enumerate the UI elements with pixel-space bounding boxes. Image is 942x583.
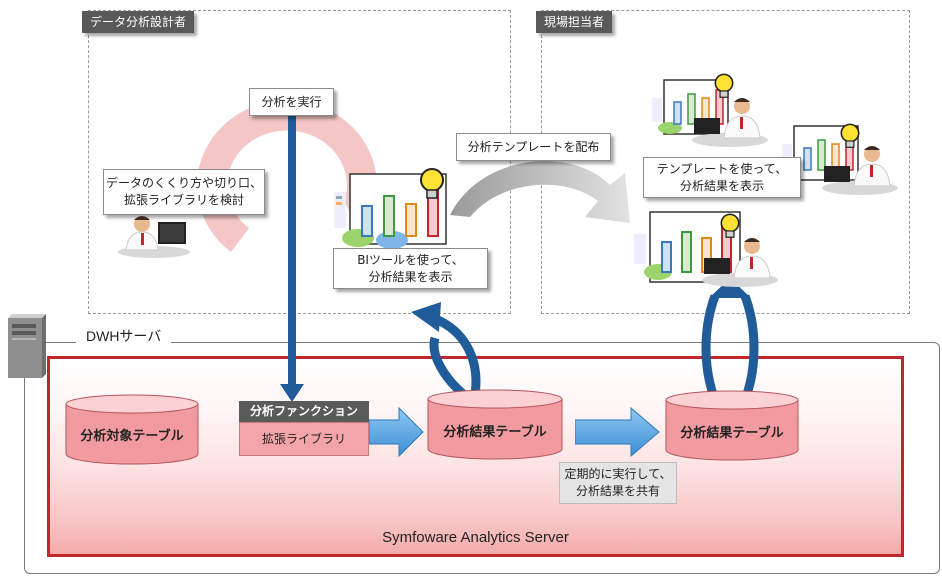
lightbulb-icon <box>720 213 740 238</box>
dwh-server-label: DWHサーバ <box>76 326 172 346</box>
lightbulb-icon <box>420 168 444 199</box>
periodic-note: 定期的に実行して、 分析結果を共有 <box>559 462 677 504</box>
study-callout: データのくくり方や切り口、 拡張ライブラリを検討 <box>103 169 265 215</box>
result-table-2-label: 分析結果テーブル <box>680 426 784 441</box>
designer-group-label: データ分析設計者 <box>82 11 195 33</box>
study-text-line2: 拡張ライブラリを検討 <box>123 193 244 207</box>
distribute-text: 分析テンプレートを配布 <box>467 140 600 154</box>
result-table-1-label: 分析結果テーブル <box>443 425 547 440</box>
person-at-laptop-icon <box>692 98 768 147</box>
function-header: 分析ファンクション <box>239 401 369 422</box>
server-name: Symfoware Analytics Server <box>382 529 569 546</box>
template-text-line2: 分析結果を表示 <box>679 179 764 193</box>
function-body: 拡張ライブラリ <box>239 422 369 456</box>
server-tower-icon <box>8 314 46 378</box>
field-group-label: 現場担当者 <box>536 11 613 33</box>
person-at-laptop-icon <box>822 146 898 195</box>
designer-person-icon <box>118 216 190 258</box>
template-callout: テンプレートを使って、 分析結果を表示 <box>643 157 801 198</box>
lightbulb-icon <box>714 73 734 98</box>
periodic-text-line2: 分析結果を共有 <box>575 484 660 498</box>
person-at-laptop-icon <box>702 238 778 287</box>
periodic-text-line1: 定期的に実行して、 <box>564 467 672 481</box>
bi-text-line2: 分析結果を表示 <box>368 270 453 284</box>
field-chart-icon-1 <box>652 79 729 135</box>
database-cylinder-icon <box>65 394 199 465</box>
distribute-arrow <box>450 161 630 223</box>
run-analysis-text: 分析を実行 <box>261 95 322 109</box>
dwh-server-frame <box>24 342 940 574</box>
result-to-field-arrow <box>701 278 759 402</box>
template-text-line1: テンプレートを使って、 <box>656 162 788 176</box>
bi-text-line1: BIツールを使って、 <box>357 253 464 267</box>
database-cylinder-icon <box>665 390 799 461</box>
bi-callout: BIツールを使って、 分析結果を表示 <box>333 248 488 289</box>
lightbulb-icon <box>840 123 860 148</box>
database-cylinder-icon <box>427 389 563 460</box>
study-text-line1: データのくくり方や切り口、 <box>105 176 262 190</box>
distribute-callout: 分析テンプレートを配布 <box>456 133 611 161</box>
result-to-result-arrow <box>575 406 660 458</box>
designer-group-frame <box>88 10 511 314</box>
run-analysis-callout: 分析を実行 <box>249 88 334 116</box>
bi-chart-icon <box>334 173 447 249</box>
target-table-label: 分析対象テーブル <box>80 429 184 444</box>
run-analysis-arrow <box>280 116 304 402</box>
result-to-bi-arrow <box>411 302 481 400</box>
function-to-result-arrow <box>369 406 424 458</box>
